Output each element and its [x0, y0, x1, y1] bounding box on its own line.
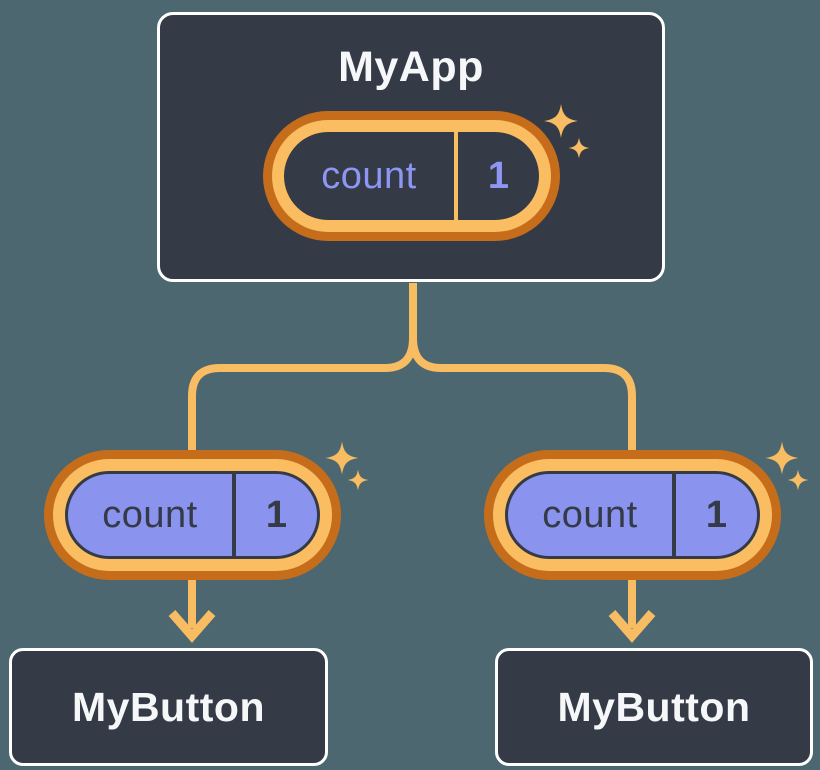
node-title: MyButton [557, 683, 751, 730]
prop-pill-right: count 1 [484, 450, 781, 580]
node-mybutton-right: MyButton [495, 648, 813, 766]
prop-pill-left: count 1 [44, 450, 341, 580]
prop-pill-ring: count 1 [53, 459, 332, 571]
arrowhead-icon [168, 610, 216, 643]
prop-value: 1 [265, 493, 288, 536]
state-label: count [321, 154, 417, 197]
node-myapp: MyApp count 1 [157, 12, 665, 282]
state-value: 1 [487, 154, 510, 197]
node-title: MyButton [71, 683, 265, 730]
prop-label: count [542, 493, 638, 536]
prop-label: count [102, 493, 198, 536]
pill-divider [454, 132, 458, 220]
node-title: MyApp [338, 43, 484, 91]
arrowhead-icon [608, 610, 656, 643]
pill-divider [672, 474, 676, 556]
state-pill-ring: count 1 [272, 120, 551, 232]
pill-divider [232, 474, 236, 556]
node-mybutton-left: MyButton [9, 648, 328, 766]
state-pill-myapp: count 1 [263, 111, 560, 241]
prop-pill-ring: count 1 [493, 459, 772, 571]
prop-value: 1 [705, 493, 728, 536]
branch-line-right [409, 283, 636, 628]
